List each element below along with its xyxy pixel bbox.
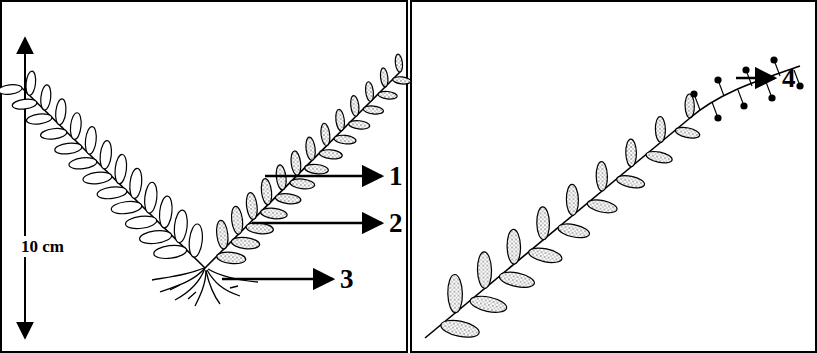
leaflet <box>507 229 521 264</box>
leaflet <box>586 198 618 216</box>
leaflet <box>26 113 53 126</box>
leaflet <box>99 140 113 169</box>
sporangium <box>742 66 749 73</box>
leaflet <box>97 185 128 200</box>
sporangium <box>796 82 803 89</box>
leaflet <box>69 112 82 140</box>
leaflet <box>215 220 229 250</box>
leaflet <box>348 120 370 131</box>
leaflet <box>439 317 480 340</box>
leaflet <box>54 98 67 125</box>
leaflet <box>536 207 549 240</box>
sporangium <box>770 56 777 63</box>
dimension-label: 10 cm <box>20 236 65 257</box>
leaflet <box>625 139 636 167</box>
leaflet <box>153 244 187 261</box>
panel-frame <box>1 1 407 352</box>
leaflet <box>275 192 302 205</box>
leaflet <box>477 252 492 289</box>
leader-arrow <box>736 77 775 80</box>
leaflet <box>125 214 158 230</box>
leaflet <box>645 149 673 164</box>
callout-number: 4 <box>782 65 796 92</box>
leaflet <box>143 182 158 214</box>
leader-arrow <box>265 175 382 178</box>
leaflet <box>158 196 174 229</box>
callout-number: 2 <box>389 210 403 237</box>
leader-arrow <box>252 222 382 225</box>
leaflet <box>289 178 315 190</box>
leaflet <box>216 251 246 265</box>
leaflet <box>616 173 646 190</box>
leaflet <box>392 76 411 85</box>
fronds <box>0 54 804 340</box>
callout-number: 3 <box>340 266 354 293</box>
leaflet <box>469 293 508 315</box>
leaflet <box>111 200 143 215</box>
sporangium <box>714 114 721 121</box>
leaflet <box>114 154 128 184</box>
leaflet <box>319 149 343 160</box>
sporangium <box>714 76 721 83</box>
leaflet <box>128 168 143 199</box>
roots <box>152 268 258 306</box>
leaflet <box>12 98 38 111</box>
leaflet <box>394 54 403 73</box>
leaflet <box>40 84 52 110</box>
leaflet <box>290 150 302 175</box>
leaflet <box>139 229 172 245</box>
sporangium <box>768 94 775 101</box>
sporangium <box>690 90 697 97</box>
leaflet <box>230 206 244 235</box>
frond-axis <box>205 72 400 268</box>
leaflet <box>275 164 287 190</box>
leaflet <box>527 245 563 265</box>
leaflet <box>304 163 329 175</box>
leaflet <box>82 171 112 186</box>
leaflet <box>674 125 700 140</box>
panel-frame <box>411 1 816 352</box>
leaflet <box>84 126 97 155</box>
leader-arrow <box>222 278 333 281</box>
leaflet <box>305 137 317 161</box>
leaflet <box>245 192 258 220</box>
leaflet <box>68 156 97 170</box>
sporangium <box>740 102 747 109</box>
leaflet <box>173 209 189 243</box>
leaflet <box>557 222 591 241</box>
leaflet <box>566 184 579 215</box>
leaflet <box>231 236 260 250</box>
leaflet <box>655 116 666 142</box>
leaflet <box>335 109 346 131</box>
callout-number: 1 <box>389 163 403 190</box>
leaflet <box>365 81 375 102</box>
leaflet <box>350 95 360 117</box>
leaflet <box>320 123 331 146</box>
leaflet <box>40 127 67 140</box>
leaflet <box>260 207 288 220</box>
leaflet <box>188 223 204 258</box>
leaflet <box>260 178 273 205</box>
leaflet <box>334 134 357 145</box>
frond-axis <box>425 118 690 338</box>
leaflet <box>378 90 398 100</box>
leaflet <box>380 68 389 88</box>
fertile-stem <box>690 66 800 118</box>
leaflet <box>596 161 608 191</box>
leaflet <box>447 274 462 313</box>
leaflet <box>363 105 384 115</box>
leaflet <box>54 142 82 156</box>
leaflet <box>25 71 37 96</box>
leaflet <box>0 83 23 95</box>
leaflet <box>498 269 536 290</box>
